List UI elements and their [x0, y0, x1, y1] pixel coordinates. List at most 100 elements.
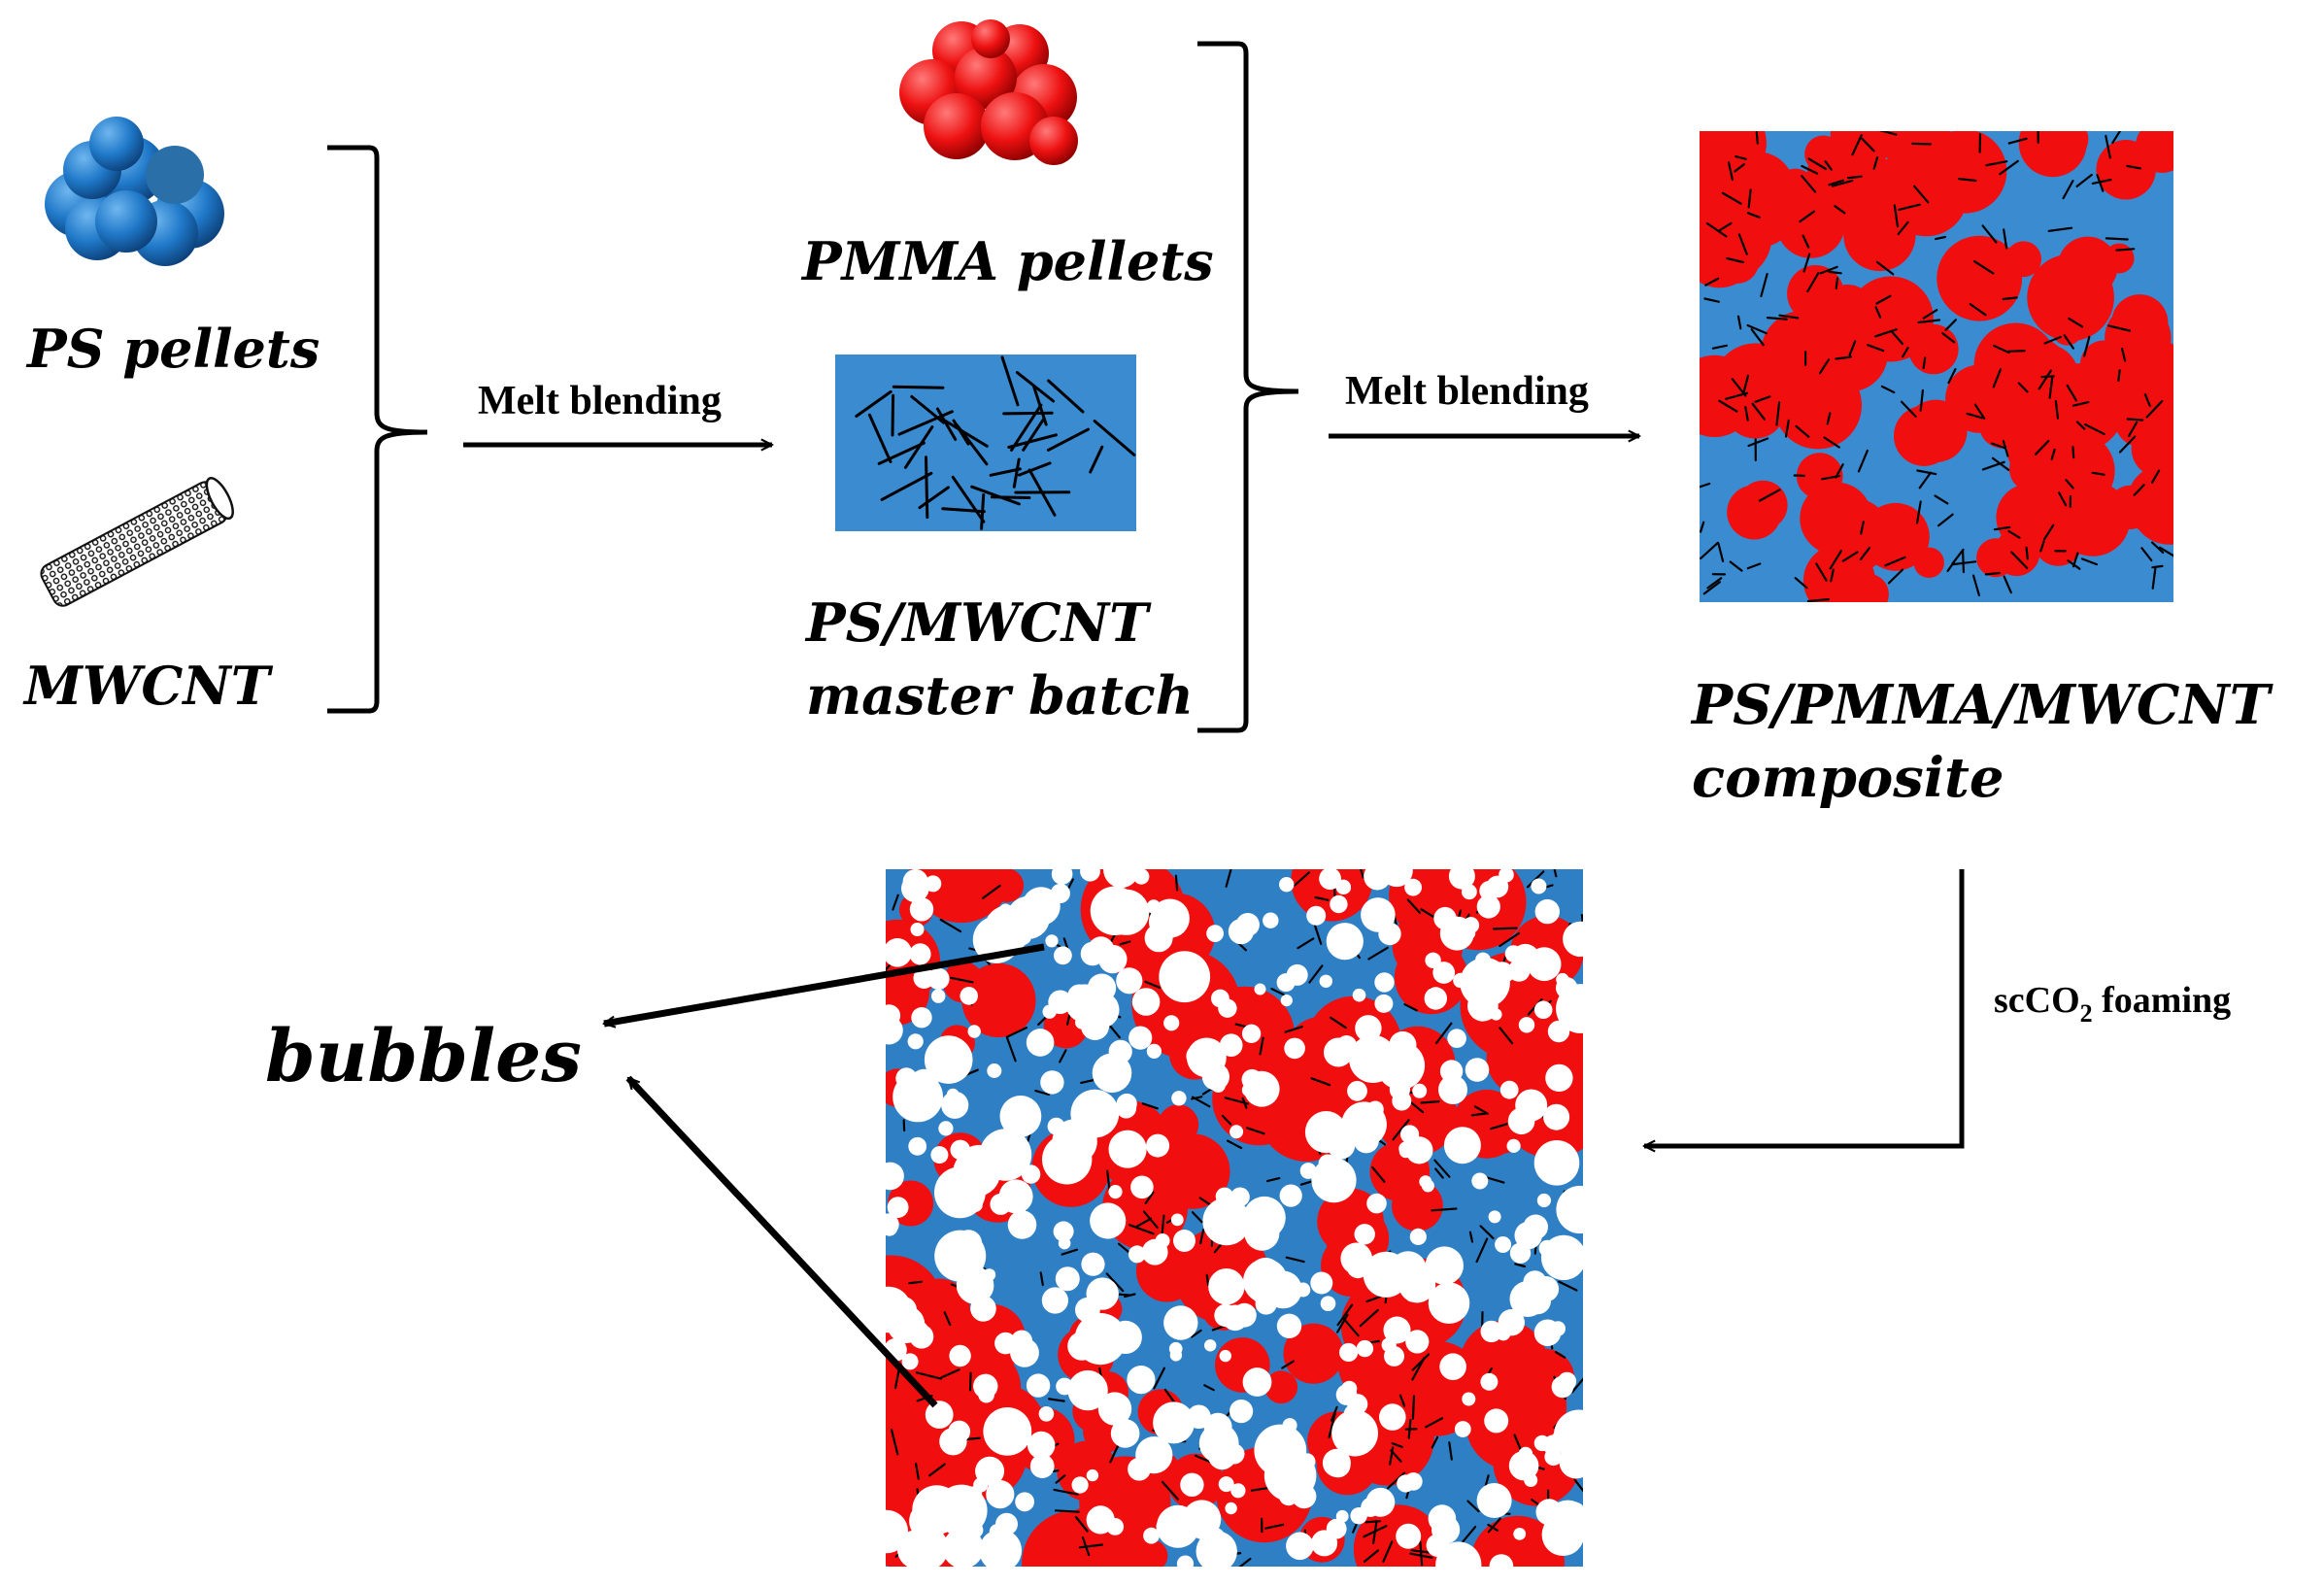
cnt-fiber [941, 507, 986, 514]
cnt-fiber [1246, 1127, 1265, 1135]
cnt-fiber [1259, 1036, 1264, 1056]
bubble [1324, 1037, 1353, 1067]
bubble [1527, 947, 1562, 982]
cnt-fiber [1801, 164, 1819, 175]
cnt-fiber [1746, 323, 1768, 335]
bubble [1484, 1408, 1509, 1434]
bubble [1326, 1518, 1347, 1539]
bubble [1276, 1313, 1302, 1339]
cnt-fiber [1794, 577, 1808, 590]
bubble [1347, 1080, 1367, 1101]
bubble [1366, 1193, 1387, 1214]
cnt-fiber [1828, 179, 1845, 186]
cnt-fiber [2091, 179, 2112, 185]
bubble [909, 943, 931, 965]
cnt-fiber [1879, 131, 1898, 136]
bubble [1163, 1305, 1198, 1340]
cnt-fiber [1851, 134, 1863, 156]
cnt-fiber [1729, 560, 1743, 572]
bubble [1029, 1454, 1055, 1478]
cnt-fiber [1969, 303, 1987, 317]
bubble [1219, 1349, 1232, 1363]
cnt-fiber [1966, 412, 1984, 420]
bubble [1071, 1476, 1089, 1494]
cnt-fiber [2111, 131, 2122, 145]
cnt-fiber [1265, 1176, 1281, 1183]
bubble [1243, 1214, 1260, 1231]
cnt-fiber [1055, 1474, 1066, 1484]
bubble [1454, 1421, 1471, 1437]
bubble [1409, 1228, 1427, 1245]
cnt-fiber [1475, 1237, 1489, 1264]
cnt-fiber [890, 1429, 899, 1456]
bubble [1108, 1039, 1132, 1063]
bubble [1007, 1210, 1037, 1239]
pmma-domain [1158, 1104, 1199, 1145]
pmma-domain [1937, 235, 2023, 321]
bubble [931, 989, 946, 1003]
bubble [886, 938, 912, 967]
cnt-fiber [1499, 1027, 1514, 1045]
pmma-domain [1862, 502, 1930, 571]
cnt-fiber [2043, 335, 2062, 345]
cnt-fiber [1022, 417, 1046, 452]
bubble [1425, 1246, 1465, 1285]
cnt-fiber [908, 1280, 923, 1285]
bubble [1361, 897, 1396, 932]
bubble [1471, 1172, 1489, 1190]
cnt-fiber [925, 456, 929, 520]
bubble [1513, 1528, 1527, 1540]
cnt-fiber [1897, 220, 1909, 235]
cnt-fiber [2140, 547, 2153, 562]
bubble [1383, 1316, 1411, 1344]
bubble [930, 1146, 949, 1164]
cnt-fiber [1703, 297, 1720, 303]
cnt-fiber [1872, 156, 1879, 170]
pmma-domain [1051, 1503, 1150, 1567]
bubble [1048, 990, 1072, 1015]
bubble [1051, 869, 1073, 885]
bubble [979, 1529, 1023, 1567]
cnt-fiber [1089, 445, 1104, 474]
bubble [1047, 1117, 1065, 1135]
cnt-fiber [1434, 1022, 1453, 1045]
cnt-fiber [1363, 1525, 1388, 1538]
cnt-fiber [2151, 567, 2157, 590]
bubble [942, 1527, 984, 1567]
cnt-fiber [1002, 411, 1054, 416]
melt-blending-2-label: Melt blending [1345, 369, 1589, 414]
cnt-fiber [1226, 1139, 1243, 1150]
cnt-fiber [1918, 471, 1933, 489]
bubble [1116, 1097, 1137, 1119]
cnt-fiber [2065, 479, 2074, 489]
bubble [1319, 974, 1333, 988]
bubble [1286, 1532, 1314, 1561]
cnt-fiber [1754, 395, 1771, 403]
cnt-fiber [2126, 164, 2142, 170]
cnt-fiber [1328, 1412, 1336, 1438]
cnt-fiber [989, 467, 1022, 477]
cnt-fiber [1700, 482, 1711, 489]
cnt-fiber [1766, 317, 1788, 321]
bubble [950, 1139, 971, 1161]
bubble [914, 1322, 928, 1336]
cnt-fiber [1831, 179, 1854, 187]
bubble [1347, 1394, 1368, 1415]
cnt-fiber [1281, 1360, 1296, 1369]
cnt-fiber [1985, 160, 2008, 167]
bubble [973, 1373, 998, 1400]
bubble [1476, 894, 1500, 919]
cnt-fiber [2054, 399, 2059, 420]
bubble [1286, 963, 1308, 986]
cnt-fiber [1144, 980, 1162, 990]
bubble [1556, 972, 1569, 987]
cnt-fiber [1706, 577, 1723, 590]
cnt-fiber [2047, 226, 2073, 232]
cnt-fiber [1061, 1248, 1079, 1256]
bubble [1491, 962, 1514, 984]
cnt-fiber [1203, 1384, 1215, 1392]
bubble [901, 1353, 919, 1370]
bubble [890, 1297, 917, 1324]
bubble [1228, 919, 1254, 945]
